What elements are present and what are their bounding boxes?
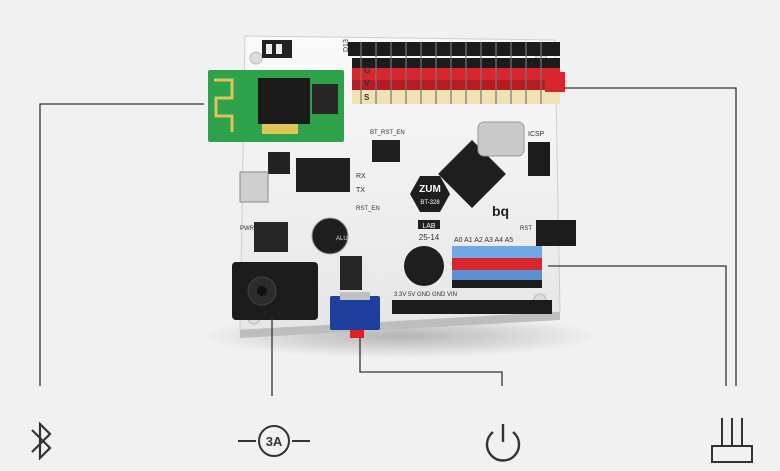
mounting-hole — [249, 51, 263, 65]
bluetooth-callout-line — [39, 103, 204, 386]
label-row-g: G — [364, 66, 370, 75]
atmega328-chip — [438, 140, 506, 208]
regulator-chip — [372, 140, 400, 162]
label-pwr: PWR — [240, 226, 255, 232]
brand-logo: bq — [492, 203, 509, 219]
capacitor — [311, 217, 349, 255]
label-analog: A0 A1 A2 A3 A4 A5 — [454, 237, 513, 244]
label-rst-en: RST_EN — [356, 206, 380, 212]
diode — [254, 222, 288, 252]
header-callout-line-1 — [564, 87, 737, 386]
reset-button — [536, 220, 576, 246]
crystal — [477, 121, 525, 157]
label-rx: RX — [356, 173, 366, 180]
bluetooth-module — [208, 70, 344, 142]
lab-badge: LAB — [422, 223, 436, 230]
icsp-header — [528, 142, 550, 176]
label-power-header: 3.3V 5V GND GND VIN — [394, 292, 457, 298]
micro-usb-port — [239, 171, 269, 203]
current-3a-icon: 3A — [236, 424, 312, 458]
current-rating-label: 3A — [266, 434, 283, 449]
power-icon — [482, 420, 524, 466]
label-alu: ALU — [336, 236, 348, 242]
label-tx: TX — [356, 187, 365, 194]
header-pins-icon — [708, 414, 756, 466]
digital-header — [348, 42, 565, 104]
usb-serial-chip — [296, 158, 350, 192]
label-d13: D13 — [343, 39, 350, 52]
label-row-s: S — [364, 93, 370, 102]
bluetooth-icon — [26, 418, 56, 464]
board-model: BT-328 — [420, 200, 440, 206]
blue-pin-row — [452, 246, 542, 258]
red-pin-row — [352, 68, 560, 80]
label-rst: RST — [520, 226, 532, 232]
callout-lines — [39, 87, 737, 396]
analog-header — [452, 246, 542, 288]
label-bt-rst-en: BT_RST_EN — [370, 130, 405, 136]
zum-bt-328-board: D13 G V S ZUM BT-328 bq — [208, 35, 576, 338]
cream-pin-row — [352, 90, 560, 104]
lab-number: 25-14 — [419, 233, 440, 242]
label-row-v: V — [364, 79, 370, 88]
label-icsp: ICSP — [528, 131, 545, 138]
switch-callout-line — [359, 338, 503, 386]
power-switch — [330, 292, 380, 338]
header-callout-line-2 — [548, 265, 727, 386]
dc-power-jack — [232, 262, 318, 320]
inductor — [404, 246, 444, 286]
zum-logo — [410, 176, 450, 212]
power-header — [392, 300, 552, 314]
board-name: ZUM — [419, 184, 441, 195]
